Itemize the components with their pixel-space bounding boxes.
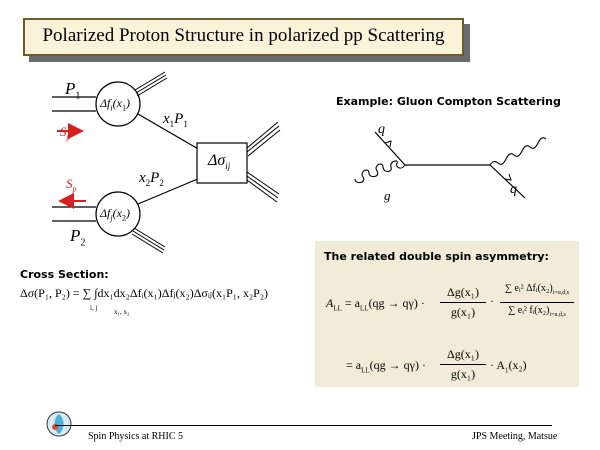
photon-line — [489, 137, 547, 166]
frac1-den: g(x₁) — [450, 305, 476, 319]
cross-section-int-index: x₁, x₂ — [114, 308, 130, 316]
footer-right: JPS Meeting, Matsue — [472, 431, 558, 442]
p1-label: P1 — [65, 79, 81, 102]
parton2-line — [137, 177, 201, 205]
x2p2-label: x2P2 — [139, 170, 164, 188]
g-label: g — [384, 188, 391, 203]
frac1-num: Δg(x₁) — [447, 285, 479, 299]
compton-diagram — [354, 131, 547, 199]
frac2-num: ∑ eᵢ² Δfᵢ(x₂)i=u,d,s — [504, 283, 570, 296]
asymmetry-eq2-tail: · A1(x₂) — [490, 358, 527, 375]
spin2-label: Sp — [66, 176, 77, 194]
example-title: Example: Gluon Compton Scattering — [336, 95, 561, 108]
slide-title: Polarized Proton Structure in polarized … — [42, 25, 445, 46]
footer-left: Spin Physics at RHIC 5 — [88, 431, 184, 442]
footer-rule — [55, 425, 552, 426]
frac3-den: g(x₁) — [450, 367, 476, 381]
asymmetry-title: The related double spin asymmetry: — [324, 250, 549, 263]
gluon-line — [354, 160, 406, 184]
dot-sep: · — [490, 294, 494, 308]
frac2-bar — [500, 302, 574, 303]
frac3-bar — [440, 364, 486, 365]
asymmetry-eq2-lhs: = aLL(qg → qγ) · — [346, 358, 426, 375]
frac2-den: ∑ eᵢ² fᵢ(x₂)i=u,d,s — [508, 305, 566, 318]
sigma-label: Δσij — [208, 152, 231, 172]
quark-out-line — [489, 164, 526, 199]
spin1-label: Sp — [60, 124, 71, 142]
asymmetry-eq1-lhs: ALL = aLL(qg → qγ) · — [326, 296, 425, 313]
proton2-blob — [95, 191, 141, 237]
hard-scatter-box — [196, 142, 248, 184]
x1p1-label: x1P1 — [163, 111, 188, 129]
f1-label: Δfi(x1) — [100, 96, 130, 113]
q-out-label: q — [510, 182, 517, 197]
cross-section-title: Cross Section: — [20, 268, 109, 281]
parton1-line — [137, 113, 201, 151]
quark-in-line — [374, 131, 406, 166]
proton1-blob — [95, 81, 141, 127]
cross-section-formula: Δσ(P₁, P₂) = ∑ ∫dx₁dx₂Δfᵢ(x₁)Δfⱼ(x₂)Δσᵢⱼ… — [20, 286, 269, 300]
p2-label: P2 — [70, 226, 86, 249]
rhic-logo-icon — [46, 411, 72, 437]
asymmetry-box — [315, 241, 579, 387]
q-in-label: q — [378, 122, 385, 137]
f2-label: Δfj(x2) — [100, 206, 130, 223]
frac1-bar — [440, 302, 486, 303]
cross-section-sum-index: i, j — [90, 304, 98, 312]
title-box: Polarized Proton Structure in polarized … — [23, 18, 464, 56]
frac3-num: Δg(x₁) — [447, 347, 479, 361]
